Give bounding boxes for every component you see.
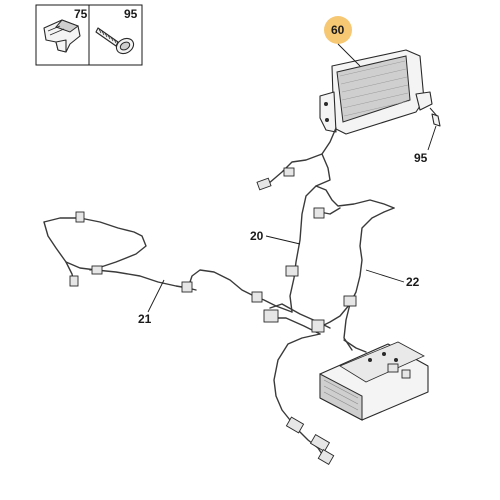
display-screen (319, 49, 433, 135)
legend-box: 75 95 (35, 4, 143, 66)
ref-label-22: 22 (406, 275, 420, 289)
harness-22 (321, 207, 395, 351)
callout-21: 21 (138, 279, 165, 326)
legend-ref-95: 95 (124, 7, 138, 21)
ref-label-21: 21 (138, 312, 152, 326)
harness-20 (256, 127, 395, 313)
highlight-badge (324, 16, 352, 44)
ref-label-20: 20 (250, 229, 264, 243)
radio-unit (319, 339, 429, 421)
screw-icon (95, 27, 135, 55)
callout-60: 60 (324, 16, 361, 67)
callout-20: 20 (250, 229, 301, 245)
legend-ref-75: 75 (74, 7, 88, 21)
callout-95: 95 (414, 125, 437, 165)
junction-harness (263, 303, 335, 465)
harness-21 (43, 211, 293, 313)
wire-clip-icon (43, 19, 81, 53)
callout-22: 22 (365, 269, 420, 289)
screw-95 (429, 107, 441, 127)
ref-label-95: 95 (414, 151, 428, 165)
ref-label-60: 60 (331, 23, 345, 37)
